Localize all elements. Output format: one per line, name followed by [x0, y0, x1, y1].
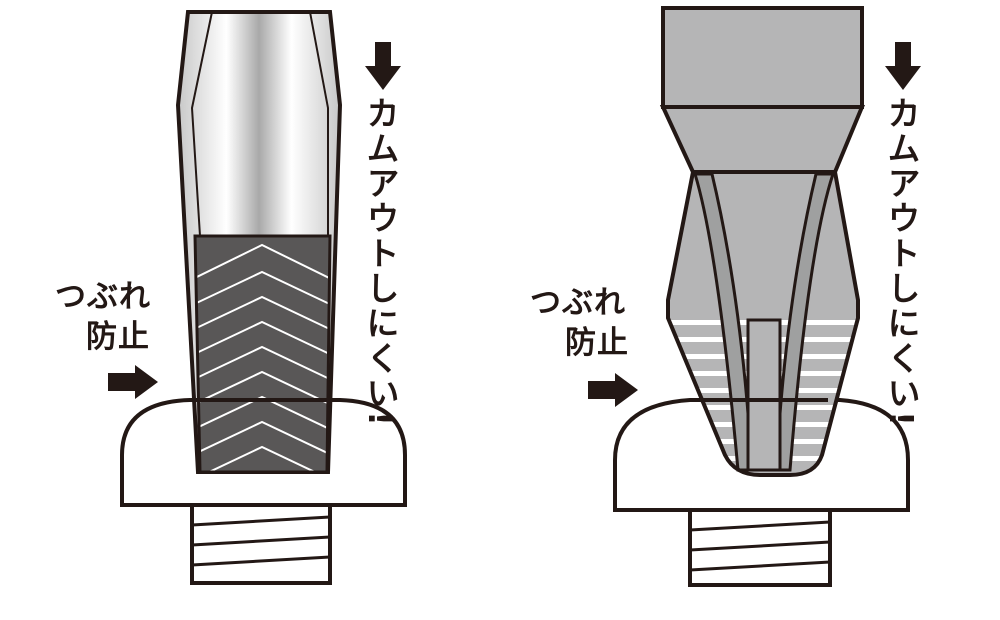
left-down-arrow-icon	[365, 42, 401, 90]
left-vertical-label: カムアウトしにくい!	[361, 96, 400, 429]
right-side-label-line2: 防止	[565, 325, 629, 361]
right-vertical-label: カムアウトしにくい!	[882, 96, 921, 429]
left-side-label-line1: つぶれ	[55, 279, 151, 315]
left-driver-tip	[175, 10, 343, 474]
left-side-arrow-icon	[108, 365, 158, 399]
right-side-label-line1: つぶれ	[530, 285, 626, 321]
right-down-arrow-icon	[885, 42, 921, 90]
right-side-arrow-icon	[588, 373, 638, 407]
left-side-label-line2: 防止	[86, 319, 150, 355]
right-driver-tip	[659, 6, 865, 477]
